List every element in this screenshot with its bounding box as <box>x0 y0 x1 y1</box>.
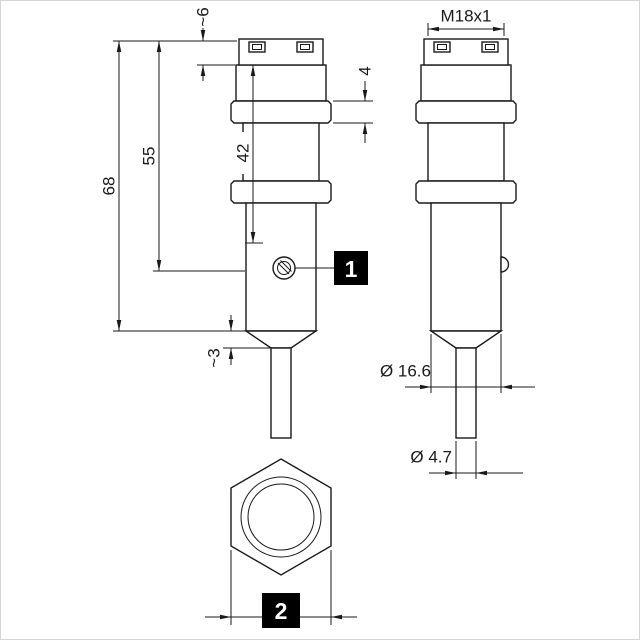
front-nut-lower <box>230 180 332 204</box>
callout-2-box <box>262 593 300 628</box>
dim-thread-spec-label: M18x1 <box>440 7 491 26</box>
side-nut-upper <box>415 100 517 124</box>
front-terminal-left-slot <box>252 44 262 50</box>
front-nut-upper <box>230 100 332 124</box>
side-terminal-left <box>433 41 451 53</box>
bottom-hex-view <box>230 458 332 576</box>
dimension-top-section: ~6 <box>194 7 213 81</box>
dimension-thread-spec: M18x1 <box>428 7 504 32</box>
dim-threaded-length-label: 42 <box>234 144 253 163</box>
hex-inner-circle <box>247 483 315 551</box>
side-terminal-right-slot <box>485 44 495 50</box>
dimension-threaded-length: 42 <box>234 65 256 243</box>
front-taper <box>243 330 319 349</box>
callout-1-label: 1 <box>345 256 358 282</box>
dim-housing-diameter-label: Ø 16.6 <box>380 362 431 381</box>
side-terminal-right <box>481 41 499 53</box>
side-upper-body <box>420 64 512 102</box>
dim-cable-diameter-label: Ø 4.7 <box>410 448 452 467</box>
sensor-side-view <box>415 38 517 439</box>
side-taper <box>428 330 504 349</box>
front-terminal-left <box>248 41 266 53</box>
dim-overall-length-label: 68 <box>100 177 119 196</box>
dim-length-to-indicator-label: 55 <box>140 147 159 166</box>
side-lower-housing <box>430 202 502 332</box>
side-threaded-barrel <box>427 122 505 182</box>
callout-2: 2 <box>205 593 357 628</box>
front-upper-body <box>235 64 327 102</box>
dimension-tip-height: ~3 <box>205 315 234 368</box>
dimension-overall-length: 68 <box>100 41 122 331</box>
sensor-front-view <box>230 38 332 439</box>
dimension-nut-thickness: 4 <box>356 66 375 143</box>
callout-1-box <box>334 251 368 285</box>
indicator-screw-icon <box>272 256 296 280</box>
dimension-housing-diameter: Ø 16.6 <box>380 362 535 390</box>
front-threaded-barrel <box>242 122 320 182</box>
front-terminal-right <box>296 41 314 53</box>
side-indicator-bump <box>500 256 510 273</box>
callout-2-label: 2 <box>275 598 288 624</box>
front-cable <box>270 347 292 439</box>
side-cable <box>455 347 477 439</box>
callout-1: 1 <box>295 251 368 285</box>
hex-outer-circle <box>240 476 322 558</box>
dimension-cable-diameter: Ø 4.7 <box>410 448 523 476</box>
side-terminal-left-slot <box>437 44 447 50</box>
dimension-length-to-indicator: 55 <box>140 41 162 271</box>
front-terminal-right-slot <box>300 44 310 50</box>
hex-outline <box>230 458 332 576</box>
extension-lines <box>113 23 505 625</box>
side-nut-lower <box>415 180 517 204</box>
dim-tip-height-label: ~3 <box>205 348 224 367</box>
dim-nut-thickness-label: 4 <box>356 66 375 75</box>
dim-top-section-label: ~6 <box>194 7 213 26</box>
